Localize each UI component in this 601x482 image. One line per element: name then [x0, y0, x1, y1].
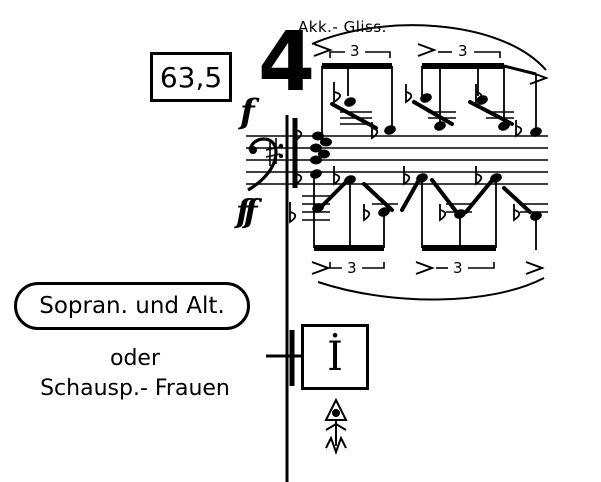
- chord-cluster: [310, 131, 332, 165]
- dynamic-forte: f: [240, 92, 255, 132]
- lower-stems: [313, 174, 537, 250]
- lower-accents: [311, 261, 545, 275]
- time-signature: 4: [258, 15, 316, 110]
- bass-staff: [246, 135, 548, 185]
- voice-primary: Sopran. und Alt.: [39, 293, 225, 319]
- lower-slur: [317, 277, 545, 301]
- tuplet-number: 3: [347, 259, 357, 277]
- tuplet-number: 3: [458, 42, 468, 60]
- dynamic-fortissimo: ff: [236, 192, 257, 230]
- upper-slur: [311, 24, 547, 71]
- voice-alternative: Schausp.- Frauen: [40, 376, 230, 401]
- upper-noteheads: [344, 93, 542, 137]
- cue-box: İ: [301, 324, 369, 390]
- stage-direction-icon: [324, 397, 348, 455]
- sharp-icon: [265, 138, 281, 166]
- voice-connector: oder: [109, 346, 160, 371]
- flat-icon: [289, 166, 521, 224]
- cue-symbol: İ: [327, 334, 343, 380]
- lower-ledger-lines: [302, 195, 548, 221]
- flat-icon: [295, 82, 523, 186]
- upper-beam-extension: [503, 64, 537, 76]
- voice-label-box: Sopran. und Alt.: [14, 282, 250, 330]
- upper-tuplet-brackets: [329, 51, 501, 58]
- rehearsal-mark: 63,5: [150, 52, 232, 102]
- lower-tuplet-brackets: [329, 262, 495, 269]
- upper-ledger-lines: [340, 111, 514, 125]
- lower-noteheads: [310, 169, 542, 221]
- tuplet-number: 3: [453, 259, 463, 277]
- tuplet-number: 3: [350, 42, 360, 60]
- glissando-annotation: Akk.- Gliss.: [298, 18, 387, 36]
